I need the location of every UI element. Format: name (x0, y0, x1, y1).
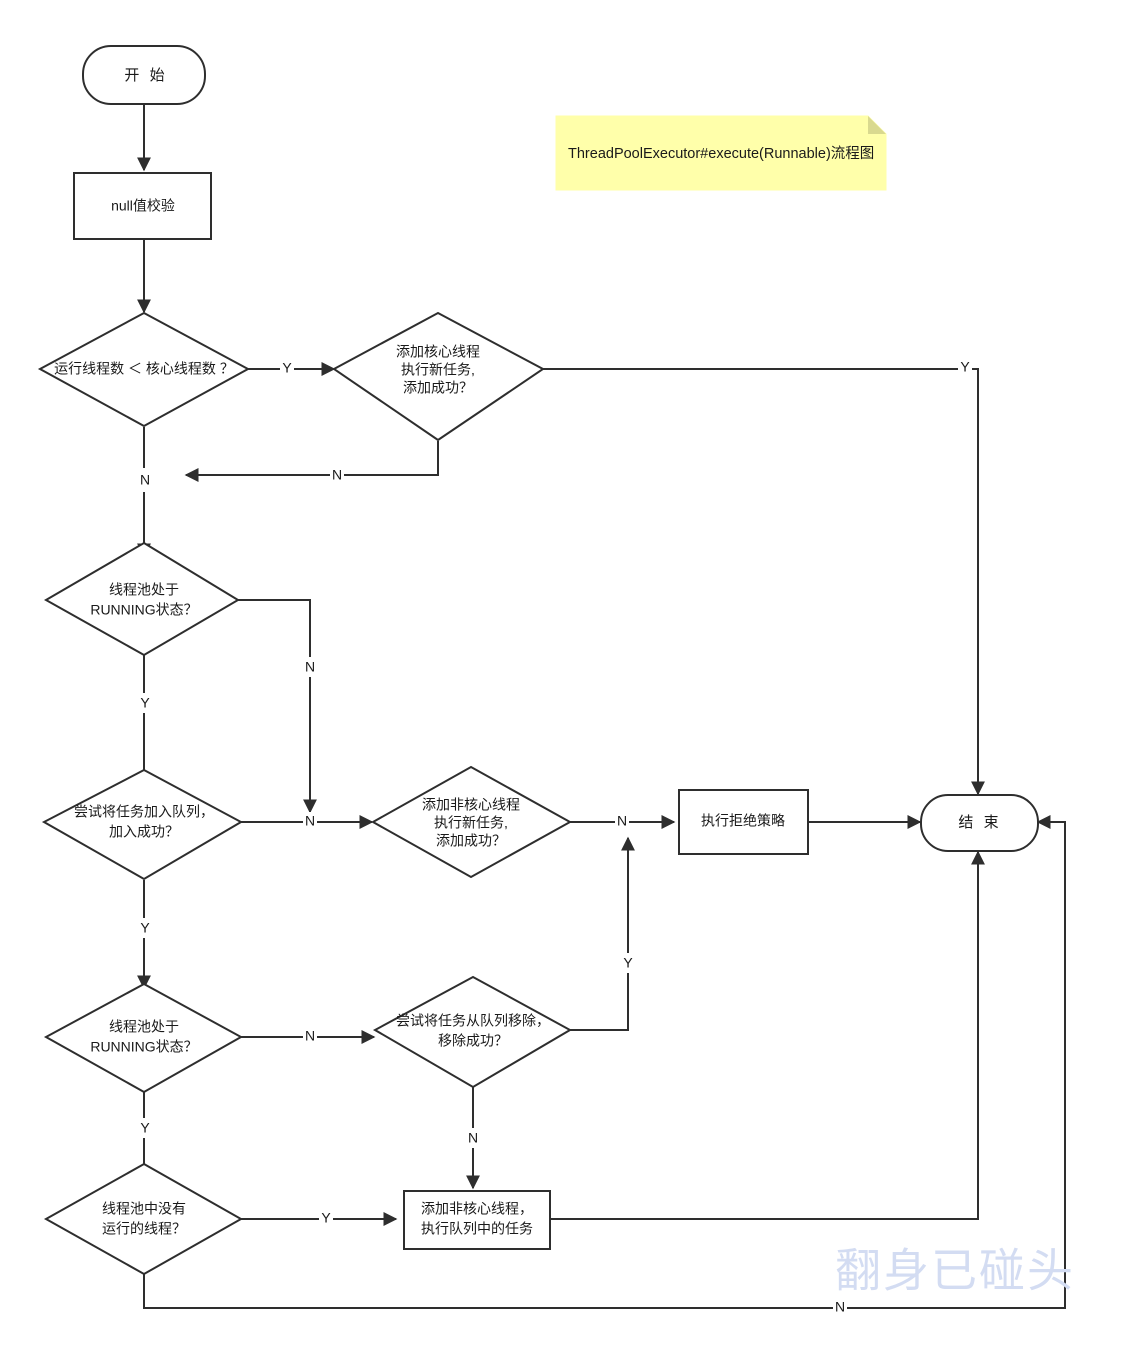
start-shape (82, 45, 206, 105)
no-running-threads-shape (43, 1162, 244, 1276)
edge-label-remove-no: N (468, 1130, 478, 1146)
edge-addcore-yes (543, 368, 985, 796)
offer-queue-label-line2: 加入成功？ (109, 824, 179, 840)
node-start[interactable]: 开 始 (82, 45, 206, 105)
remove-queue-label-line2: 移除成功？ (438, 1033, 508, 1049)
node-no-running-threads[interactable]: 线程池中没有 运行的线程？ (43, 1162, 244, 1276)
node-add-core-thread[interactable]: 添加核心线程 执行新任务, 添加成功？ (332, 311, 545, 442)
edge-label-running2-yes: Y (140, 1120, 150, 1136)
watermark-text: 翻身已碰头 (835, 1246, 1075, 1297)
core-compare-shape (37, 311, 251, 428)
no-running-threads-label-line2: 运行的线程？ (102, 1221, 186, 1237)
edge-layer (137, 104, 1066, 1309)
edge-label-addnoncore-no: N (617, 813, 627, 829)
node-add-noncore-thread[interactable]: 添加非核心线程 执行新任务, 添加成功？ (370, 765, 573, 879)
add-core-thread-shape (332, 311, 545, 442)
node-running-check-1[interactable]: 线程池处于 RUNNING状态？ (43, 541, 240, 657)
node-reject-policy[interactable]: 执行拒绝策略 (678, 789, 809, 855)
edge-label-running1-no: N (305, 659, 315, 675)
running-check-1-label-line1: 线程池处于 (109, 582, 179, 598)
reject-policy-shape (678, 789, 809, 855)
edge-label-remove-yes: Y (623, 955, 633, 971)
offer-queue-label-line1: 尝试将任务加入队列， (74, 804, 214, 820)
add-core-thread-label-line2: 执行新任务, (401, 362, 475, 378)
no-running-threads-label-line1: 线程池中没有 (102, 1201, 186, 1217)
node-running-check-2[interactable]: 线程池处于 RUNNING状态？ (43, 982, 244, 1094)
offer-queue-shape (41, 768, 244, 881)
edge-label-running1-yes: Y (140, 695, 150, 711)
reject-policy-label: 执行拒绝策略 (701, 813, 785, 829)
add-noncore-thread-label-line1: 添加非核心线程 (422, 797, 520, 813)
edge-removequeue-yes (570, 836, 635, 1031)
edge-addnoncorequeue-to-end (550, 850, 985, 1220)
add-noncore-thread-shape (370, 765, 573, 879)
add-noncore-thread-label-line3: 添加成功？ (436, 833, 506, 849)
note-fold-corner (868, 116, 886, 134)
edge-runningcheck1-no (238, 599, 317, 814)
add-noncore-run-queue-shape (403, 1190, 551, 1250)
add-core-thread-label-line1: 添加核心线程 (396, 344, 480, 360)
edge-label-addcore-no: N (332, 467, 342, 483)
edge-addcore-no (184, 441, 439, 482)
edge-label-offer-no: N (305, 813, 315, 829)
edge-label-layer: Y N Y N Y N N Y N N Y Y N Y N (138, 358, 972, 1318)
note-title-label: ThreadPoolExecutor#execute(Runnable)流程图 (568, 145, 874, 162)
add-noncore-run-queue-label-line2: 执行队列中的任务 (421, 1221, 533, 1237)
start-label: 开 始 (124, 67, 167, 84)
add-core-thread-label-line3: 添加成功？ (403, 380, 473, 396)
null-check-shape (73, 172, 212, 240)
end-label: 结 束 (958, 814, 1001, 831)
add-noncore-thread-label-line2: 执行新任务, (434, 815, 508, 831)
running-check-1-shape (43, 541, 240, 657)
note-title: ThreadPoolExecutor#execute(Runnable)流程图 (555, 115, 887, 191)
edge-label-offer-yes: Y (140, 920, 150, 936)
edge-label-running2-no: N (305, 1028, 315, 1044)
note-title-shape (555, 115, 887, 191)
edge-norunning-no (143, 815, 1066, 1309)
edge-label-norunning-no: N (835, 1299, 845, 1315)
null-check-label: null值校验 (111, 198, 175, 214)
node-end[interactable]: 结 束 (920, 794, 1039, 852)
edge-label-core-yes: Y (282, 360, 292, 376)
edge-label-addcore-yes: Y (960, 359, 970, 375)
remove-queue-label-line1: 尝试将任务从队列移除， (396, 1013, 550, 1029)
edge-label-core-no: N (140, 472, 150, 488)
node-add-noncore-run-queue[interactable]: 添加非核心线程， 执行队列中的任务 (403, 1190, 551, 1250)
edge-label-norunning-yes: Y (321, 1210, 331, 1226)
end-shape (920, 794, 1039, 852)
node-remove-queue[interactable]: 尝试将任务从队列移除， 移除成功？ (372, 975, 573, 1089)
node-null-check[interactable]: null值校验 (73, 172, 212, 240)
running-check-1-label-line2: RUNNING状态？ (90, 602, 197, 618)
remove-queue-shape (372, 975, 573, 1089)
running-check-2-label-line2: RUNNING状态？ (90, 1039, 197, 1055)
node-core-compare[interactable]: 运行线程数 ＜ 核心线程数 ？ (37, 311, 251, 428)
add-noncore-run-queue-label-line1: 添加非核心线程， (421, 1201, 533, 1217)
core-compare-label: 运行线程数 ＜ 核心线程数 ？ (54, 361, 234, 377)
running-check-2-label-line1: 线程池处于 (109, 1019, 179, 1035)
running-check-2-shape (43, 982, 244, 1094)
node-offer-queue[interactable]: 尝试将任务加入队列， 加入成功？ (41, 768, 244, 881)
